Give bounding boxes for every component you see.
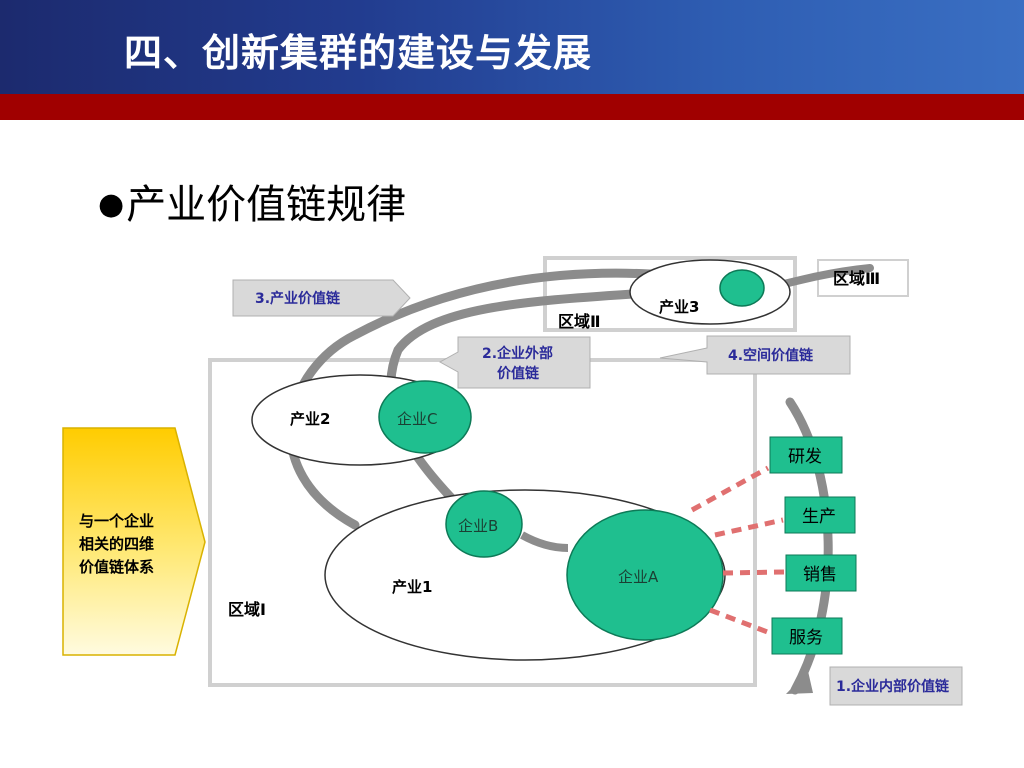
region-2-box — [543, 256, 797, 332]
function-label-sales: 销售 — [803, 565, 837, 585]
external-chain-label-line2: 价值链 — [497, 365, 540, 382]
callout-line-2: 相关的四维 — [79, 535, 154, 553]
function-box-sales — [785, 554, 857, 592]
region-2-label: 区域Ⅱ — [558, 312, 601, 331]
enterprise-b-label: 企业B — [458, 517, 498, 535]
enterprise-c-label: 企业C — [397, 410, 437, 428]
industry-3-label: 产业3 — [659, 298, 699, 316]
industry-1-label: 产业1 — [392, 578, 432, 596]
industry-2-label: 产业2 — [290, 410, 330, 428]
internal-value-chain-curve — [785, 397, 833, 695]
enterprise-a-node — [566, 509, 724, 641]
industry-3-enterprise-node — [719, 269, 765, 307]
dashed-link-rd — [690, 465, 770, 513]
callout-line-3: 价值链体系 — [79, 558, 154, 576]
region-3-label: 区域Ⅲ — [833, 269, 880, 288]
dashed-link-production — [714, 517, 784, 538]
function-box-rd — [769, 436, 843, 474]
spatial-chain-label: 4.空间价值链 — [728, 347, 814, 364]
internal-chain-label-box — [829, 666, 963, 706]
function-label-service: 服务 — [789, 628, 823, 648]
callout-line-1: 与一个企业 — [79, 512, 154, 530]
function-box-service — [771, 617, 843, 655]
dashed-link-service — [709, 607, 771, 636]
page-title: 四、创新集群的建设与发展 — [124, 31, 593, 75]
internal-chain-arrowhead — [786, 671, 813, 694]
industry-3-ellipse — [629, 259, 791, 325]
enterprise-a-label: 企业A — [618, 568, 659, 586]
external-chain-label-box — [438, 336, 591, 389]
internal-chain-label: 1.企业内部价值链 — [836, 678, 950, 695]
function-label-production: 生产 — [802, 507, 836, 527]
section-heading-text: 产业价值链规律 — [126, 182, 407, 228]
enterprise-c-node — [378, 380, 472, 454]
title-bar-stripe — [0, 94, 1024, 120]
function-label-rd: 研发 — [788, 447, 822, 467]
enterprise-b-node — [445, 490, 523, 558]
spatial-chain-label-box — [659, 335, 851, 375]
title-bar — [0, 0, 1024, 94]
external-chain-label-line1: 2.企业外部 — [482, 345, 553, 362]
callout-arrow-box — [62, 427, 206, 656]
bullet-icon: ● — [98, 187, 125, 222]
b-to-a-connector — [520, 531, 569, 552]
industry-value-chain-curve — [286, 268, 655, 530]
section-heading: ●产业价值链规律 — [98, 172, 406, 230]
industry-chain-label-box — [232, 279, 411, 317]
function-box-production — [784, 496, 856, 534]
region-1-label: 区域Ⅰ — [228, 600, 266, 619]
industry-chain-label: 3.产业价值链 — [255, 290, 341, 307]
